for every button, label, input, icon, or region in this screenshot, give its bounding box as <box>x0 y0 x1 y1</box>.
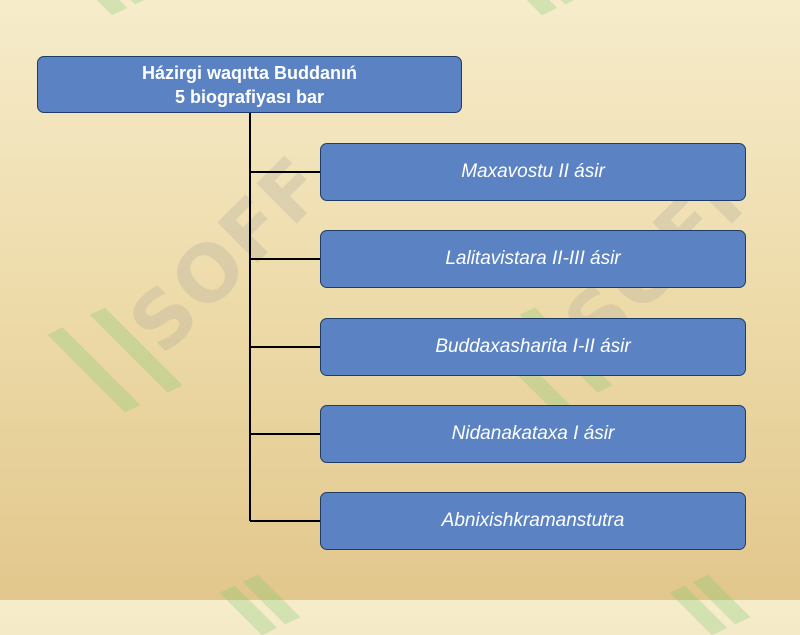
child-node-label: Nidanakataxa I ásir <box>451 423 615 444</box>
child-node-label: Buddaxasharita I-II ásir <box>435 336 631 357</box>
child-node-buddaxasharita: Buddaxasharita I-II ásir <box>320 318 746 376</box>
watermark-logo-icon <box>219 574 301 635</box>
child-node-abnixishkramanstutra: Abnixishkramanstutra <box>320 492 746 550</box>
root-node-label: Házirgi waqıtta Buddanıń 5 biografiyası … <box>141 62 357 107</box>
watermark-logo-icon <box>499 0 581 16</box>
child-node-label: Abnixishkramanstutra <box>441 510 625 531</box>
watermark-logo-icon <box>669 574 751 635</box>
child-node-label: Maxavostu II ásir <box>461 161 605 182</box>
child-node-maxavostu: Maxavostu II ásir <box>320 143 746 201</box>
child-node-lalitavistara: Lalitavistara II-III ásir <box>320 230 746 288</box>
child-node-label: Lalitavistara II-III ásir <box>445 248 621 269</box>
watermark-text: SOFF <box>112 139 345 371</box>
root-node: Házirgi waqıtta Buddanıń 5 biografiyası … <box>37 56 462 113</box>
child-node-nidanakataxa: Nidanakataxa I ásir <box>320 405 746 463</box>
watermark-logo-icon <box>47 307 183 413</box>
watermark-logo-icon <box>69 0 151 16</box>
